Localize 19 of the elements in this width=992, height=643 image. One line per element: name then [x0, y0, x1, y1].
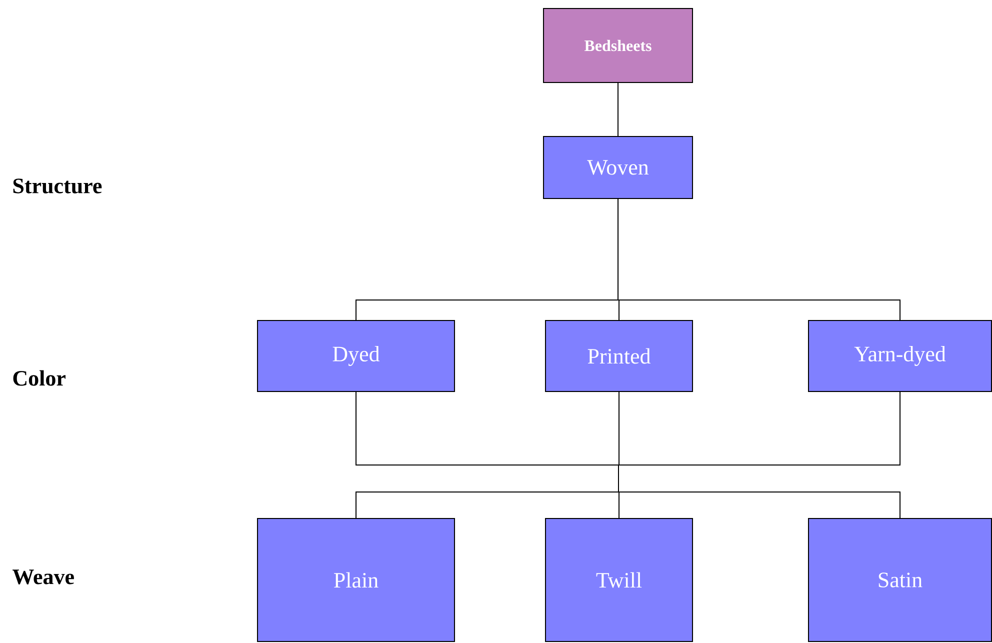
connector-line: [618, 464, 619, 492]
category-box: Woven: [543, 136, 693, 199]
row-label: Structure: [13, 178, 102, 194]
connector-line: [618, 392, 620, 466]
row-label: Color: [13, 370, 66, 386]
category-box: Plain: [257, 518, 455, 642]
connector-line: [356, 392, 619, 466]
category-box: Satin: [808, 518, 992, 642]
row-label: Weave: [12, 570, 74, 584]
title-box: Bedsheets: [543, 8, 693, 83]
connector-line: [618, 198, 900, 320]
connector-line: [618, 492, 620, 518]
category-box: Printed: [545, 320, 693, 392]
connector-line: [618, 492, 900, 518]
connector-line: [618, 392, 900, 466]
category-box: Dyed: [257, 320, 455, 392]
category-box: Twill: [545, 518, 693, 642]
connector-line: [356, 492, 619, 518]
category-box: Yarn-dyed: [808, 320, 992, 392]
